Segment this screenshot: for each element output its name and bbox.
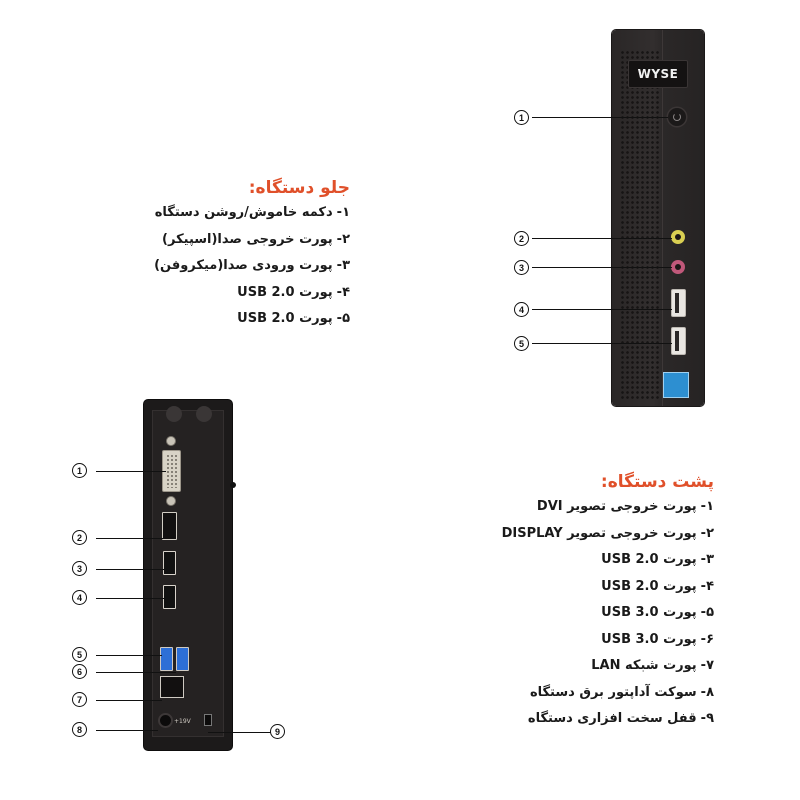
list-item: ۳-پورت USB 2.0 (601, 552, 714, 567)
list-item: ۶-پورت USB 3.0 (601, 631, 714, 647)
list-item: ۵-پورت USB 2.0 (237, 311, 350, 326)
front-device-image: WYSE (612, 30, 704, 406)
callout-3: 3 (72, 561, 87, 576)
list-item: ۲-پورت خروجی تصویر DISPLAY (501, 525, 714, 541)
energy-star-badge-icon (663, 372, 689, 398)
list-item: ۴-پورت USB 2.0 (237, 284, 350, 300)
side-screw (230, 482, 236, 488)
vent-grille (620, 50, 660, 400)
callout-line (532, 267, 672, 269)
callout-line (532, 343, 672, 345)
callout-2: 2 (514, 231, 529, 246)
callout-1: 1 (72, 463, 87, 478)
lan-port-icon (160, 676, 184, 698)
dc-power-jack-icon (158, 713, 173, 728)
list-item: ۲-پورت خروجی صدا(اسپیکر) (162, 231, 350, 247)
callout-line (96, 569, 164, 571)
front-description: جلو دستگاه: ۱-دکمه خاموش/روشن دستگاه ۲-پ… (154, 176, 350, 333)
callout-4: 4 (72, 590, 87, 605)
callout-5: 5 (514, 336, 529, 351)
callout-1: 1 (514, 110, 529, 125)
usb-port-icon (671, 327, 686, 355)
usb2-port-icon (163, 551, 176, 575)
list-item: ۴-پورت USB 2.0 (601, 578, 714, 594)
wyse-logo: WYSE (628, 60, 688, 88)
callout-2: 2 (72, 530, 87, 545)
power-button-icon (668, 108, 686, 126)
callout-line (532, 309, 672, 311)
dc-voltage-label: +19V (174, 718, 191, 725)
back-list: ۱-پورت خروجی تصویر DVI ۲-پورت خروجی تصوی… (502, 494, 714, 733)
callout-9: 9 (270, 724, 285, 739)
security-lock-slot-icon (204, 714, 212, 726)
displayport-icon (162, 512, 177, 540)
back-heading: پشت دستگاه: (600, 472, 714, 492)
front-list: ۱-دکمه خاموش/روشن دستگاه ۲-پورت خروجی صد… (154, 200, 350, 333)
dvi-screw (166, 496, 176, 506)
dvi-screw (166, 436, 176, 446)
callout-line (96, 538, 164, 540)
callout-8: 8 (72, 722, 87, 737)
list-item: ۱-پورت خروجی تصویر DVI (536, 499, 714, 514)
list-item: ۸-سوکت آداپتور برق دستگاه (529, 684, 714, 700)
list-item: ۵-پورت USB 3.0 (601, 605, 714, 620)
callout-line (96, 471, 166, 473)
back-device-image: +19V (144, 400, 236, 750)
rubber-foot (196, 406, 212, 422)
panel-divider (662, 30, 663, 406)
callout-line (96, 700, 162, 702)
callout-line (96, 730, 158, 732)
list-item: ۹-قفل سخت افزاری دستگاه (527, 711, 714, 726)
front-heading: جلو دستگاه: (248, 178, 350, 198)
callout-line (96, 598, 164, 600)
list-item: ۷-پورت شبکه LAN (591, 658, 714, 673)
callout-line (532, 238, 672, 240)
callout-line (96, 672, 176, 674)
callout-line (208, 732, 272, 734)
callout-3: 3 (514, 260, 529, 275)
callout-5: 5 (72, 647, 87, 662)
callout-7: 7 (72, 692, 87, 707)
audio-out-jack-icon (671, 230, 685, 244)
list-item: ۳-پورت ورودی صدا(میکروفن) (154, 258, 350, 273)
callout-4: 4 (514, 302, 529, 317)
list-item: ۱-دکمه خاموش/روشن دستگاه (154, 205, 350, 220)
usb-port-icon (671, 289, 686, 317)
callout-line (532, 117, 668, 119)
usb3-port-icon (160, 647, 173, 671)
callout-line (96, 655, 162, 657)
usb3-port-icon (176, 647, 189, 671)
rubber-foot (166, 406, 182, 422)
mic-in-jack-icon (671, 260, 685, 274)
callout-6: 6 (72, 664, 87, 679)
back-description: پشت دستگاه: ۱-پورت خروجی تصویر DVI ۲-پور… (502, 470, 714, 733)
usb2-port-icon (163, 585, 176, 609)
